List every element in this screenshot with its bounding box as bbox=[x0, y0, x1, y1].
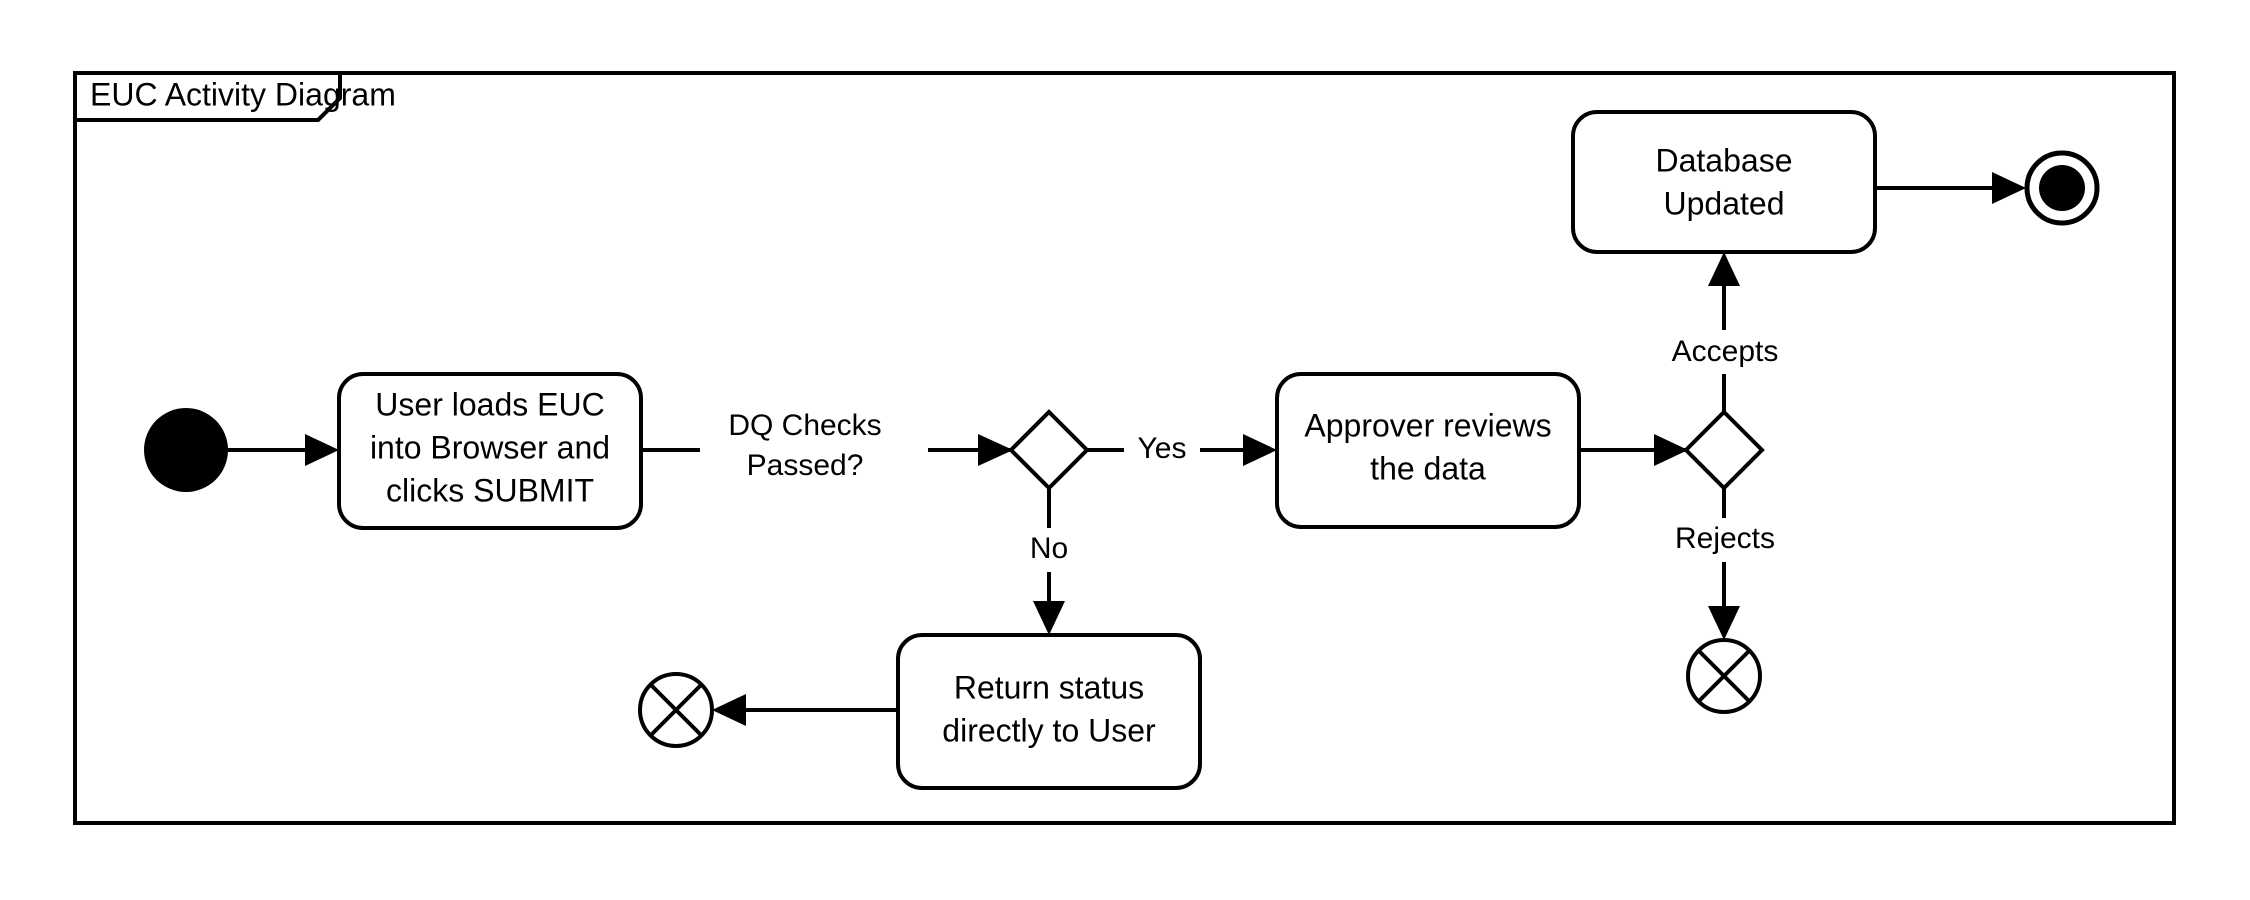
arrowhead-into-approval-decision bbox=[1654, 434, 1688, 466]
arrowhead-into-return-status bbox=[1033, 601, 1065, 635]
arrowhead-into-reject-flow-final bbox=[1708, 606, 1740, 640]
action-database-updated-line2: Updated bbox=[1664, 185, 1785, 221]
edge-decision-yes-label-bg bbox=[1124, 428, 1200, 472]
flow-final-return-status-x2 bbox=[649, 683, 703, 737]
edge-rejects-label-bg bbox=[1662, 518, 1788, 562]
edge-decision-no-label-bg bbox=[1012, 528, 1086, 572]
flow-final-rejects bbox=[1686, 638, 1762, 714]
action-database-updated-line1: Database bbox=[1656, 142, 1793, 178]
arrowhead-into-end-node bbox=[1992, 172, 2026, 204]
edge-database-to-end bbox=[1875, 172, 2026, 204]
arrowhead-into-dq-decision bbox=[978, 434, 1013, 466]
edge-decision-yes: Yes bbox=[1087, 428, 1277, 472]
edge-load-to-decision-label-bg bbox=[700, 408, 928, 492]
action-approver-reviews-line2: the data bbox=[1370, 450, 1486, 486]
arrowhead-into-return-flow-final bbox=[712, 694, 746, 726]
arrowhead-into-database-updated bbox=[1708, 252, 1740, 286]
edge-load-to-decision: DQ Checks Passed? bbox=[641, 408, 1013, 492]
frame-title-label: EUC Activity Diagram bbox=[90, 76, 396, 112]
edge-rejects-label: Rejects bbox=[1675, 522, 1775, 555]
edge-load-to-decision-label-line2: Passed? bbox=[747, 449, 864, 482]
frame-title-tab bbox=[73, 71, 342, 122]
flow-final-rejects-x2 bbox=[1697, 649, 1751, 703]
action-return-status-line1: Return status bbox=[954, 669, 1144, 705]
edge-decision-no-label: No bbox=[1030, 532, 1068, 565]
flow-final-return-status bbox=[638, 672, 714, 748]
action-approver-reviews: Approver reviews the data bbox=[1275, 372, 1581, 529]
end-node bbox=[2024, 150, 2100, 226]
action-user-loads-euc-line3: clicks SUBMIT bbox=[386, 472, 594, 508]
edge-review-to-decision bbox=[1579, 434, 1688, 466]
action-user-loads-euc-line2: into Browser and bbox=[370, 429, 610, 465]
edge-decision-no: No bbox=[1012, 488, 1086, 635]
action-approver-reviews-line1: Approver reviews bbox=[1304, 407, 1551, 443]
edge-accepts-label-bg bbox=[1660, 330, 1790, 374]
action-return-status-line2: directly to User bbox=[942, 712, 1156, 748]
arrowhead-into-approver-review bbox=[1243, 434, 1277, 466]
edge-decision-yes-label: Yes bbox=[1138, 432, 1187, 465]
edge-accepts-label: Accepts bbox=[1672, 335, 1779, 368]
end-node-core bbox=[2039, 165, 2085, 211]
action-user-loads-euc: User loads EUC into Browser and clicks S… bbox=[337, 372, 643, 530]
edge-accepts: Accepts bbox=[1660, 252, 1790, 412]
start-node bbox=[144, 408, 228, 492]
action-return-status: Return status directly to User bbox=[896, 633, 1202, 790]
action-database-updated: Database Updated bbox=[1571, 110, 1877, 254]
edge-load-to-decision-label-line1: DQ Checks bbox=[728, 409, 881, 442]
edge-rejects: Rejects bbox=[1662, 488, 1788, 640]
edge-return-to-final bbox=[712, 694, 898, 726]
action-database-updated-box bbox=[1571, 110, 1877, 254]
arrowhead-into-load-euc bbox=[305, 434, 339, 466]
action-user-loads-euc-line1: User loads EUC bbox=[375, 386, 604, 422]
edge-start-to-load bbox=[228, 434, 339, 466]
